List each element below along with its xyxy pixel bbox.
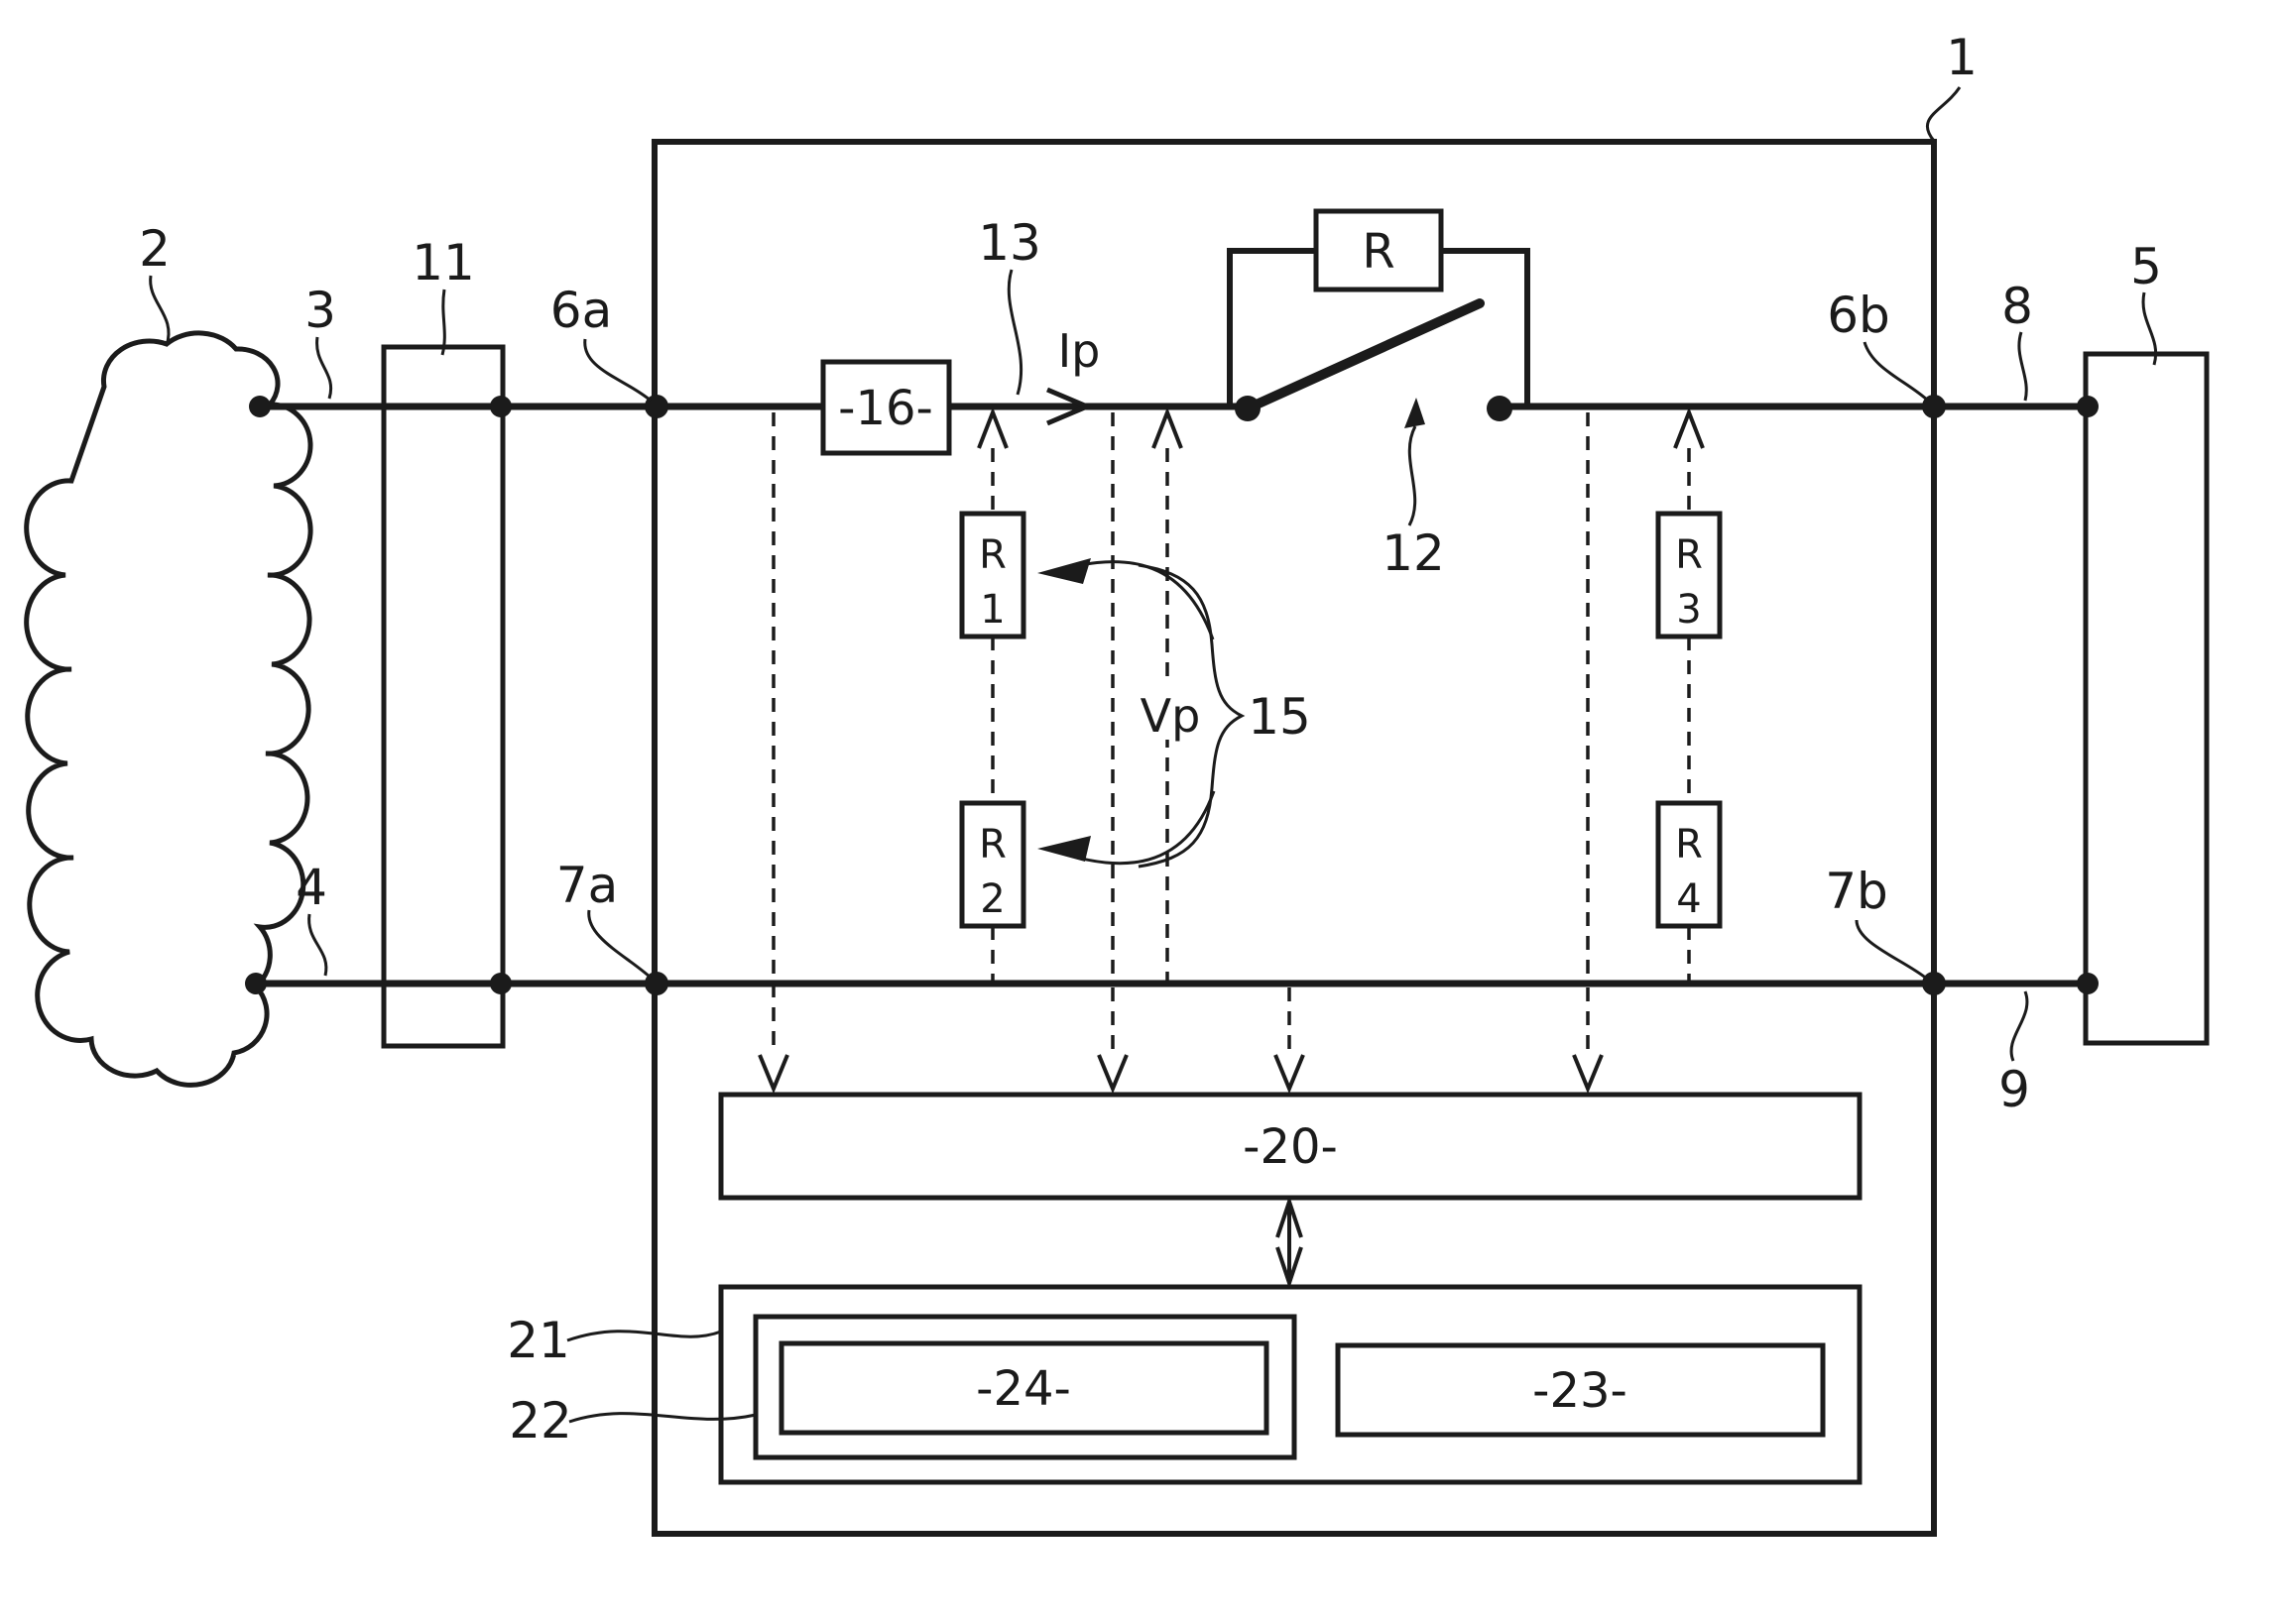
leader-6a xyxy=(583,338,652,403)
label-2: 2 xyxy=(139,220,171,278)
switch-contact-dot xyxy=(1487,396,1512,421)
wires xyxy=(256,248,2086,987)
up-arrow-icon xyxy=(1404,398,1425,428)
label-7b: 7b xyxy=(1825,863,1888,920)
label-6a: 6a xyxy=(550,282,612,339)
block-16-label: -16- xyxy=(838,381,933,436)
block-20-box xyxy=(718,1092,1863,1201)
resistor-r3-letter: R xyxy=(1675,532,1703,578)
left-arrow-icon xyxy=(1037,836,1091,862)
up-arrow-icon xyxy=(1151,406,1183,449)
label-5: 5 xyxy=(2130,238,2162,295)
label-15: 15 xyxy=(1248,688,1311,746)
label-12: 12 xyxy=(1382,524,1445,582)
shunt-left-leg xyxy=(1227,248,1316,406)
resistor-r4-letter: R xyxy=(1675,822,1703,868)
current-direction-arrow-icon xyxy=(1046,387,1094,426)
node-dot xyxy=(490,973,512,994)
label-9: 9 xyxy=(1998,1061,2030,1118)
resistor-r2-letter: R xyxy=(979,822,1007,868)
node-7b-dot xyxy=(1922,972,1946,995)
resistor-r3-box xyxy=(1655,511,1723,639)
label-8: 8 xyxy=(2001,278,2033,335)
leader-4 xyxy=(307,913,328,977)
resistor-r1-number: 1 xyxy=(980,587,1005,633)
down-arrow-icon xyxy=(1097,1054,1129,1095)
label-13: 13 xyxy=(978,214,1041,272)
label-21: 21 xyxy=(507,1312,570,1369)
component-boxes xyxy=(718,208,1863,1485)
leader-2 xyxy=(149,275,171,346)
up-arrow-icon xyxy=(1275,1195,1303,1238)
block-20-label: -20- xyxy=(1243,1119,1338,1175)
leader-22 xyxy=(568,1412,757,1424)
node-dot xyxy=(245,973,267,994)
label-1: 1 xyxy=(1946,29,1978,86)
switch-pivot-dot xyxy=(1235,396,1261,421)
leader-lines xyxy=(149,86,2158,1424)
block-24-label: -24- xyxy=(976,1361,1071,1417)
down-arrow-icon xyxy=(1572,1054,1604,1095)
label-ip: Ip xyxy=(1058,324,1101,378)
node-dot xyxy=(490,396,512,417)
cloud-shape xyxy=(24,330,313,1088)
left-arrow-icon xyxy=(1037,558,1091,584)
resistor-r3-number: 3 xyxy=(1676,587,1701,633)
up-arrow-icon xyxy=(1673,406,1705,449)
leader-3 xyxy=(315,336,333,400)
resistor-r2-box xyxy=(959,800,1026,929)
resistor-r2-number: 2 xyxy=(980,876,1005,922)
block-23-box xyxy=(1335,1342,1826,1438)
leader-7b xyxy=(1855,919,1929,982)
label-vp-group: Vp xyxy=(1137,682,1206,743)
leader-1 xyxy=(1925,86,1962,142)
interface-box-5 xyxy=(2083,351,2210,1046)
leader-21 xyxy=(566,1330,722,1342)
label-vp: Vp xyxy=(1141,689,1201,743)
label-7a: 7a xyxy=(556,857,618,914)
measurement-taps xyxy=(758,406,1705,1095)
node-dot xyxy=(249,396,271,417)
interface-box-11 xyxy=(381,344,506,1049)
leader-9 xyxy=(2009,990,2029,1062)
resistor-r4-number: 4 xyxy=(1676,876,1701,922)
label-4: 4 xyxy=(296,859,327,916)
switch-lever xyxy=(1243,298,1485,413)
vp-brace-group xyxy=(1037,558,1246,869)
node-dot xyxy=(2077,973,2099,994)
down-arrow-icon xyxy=(1273,1054,1305,1095)
leader-12 xyxy=(1407,425,1417,526)
shunt-right-leg xyxy=(1441,248,1530,406)
block-23-label: -23- xyxy=(1532,1363,1627,1419)
leader-7a xyxy=(587,909,653,980)
label-11: 11 xyxy=(412,234,475,291)
label-22: 22 xyxy=(509,1392,572,1450)
outer-unit-box-1 xyxy=(652,139,1937,1537)
labels: 1 2 3 4 5 6a 6b 7a 7b 8 9 11 12 13 15 21… xyxy=(139,29,2162,1450)
shunt-resistor-box xyxy=(1313,208,1444,292)
shunt-resistor-label: R xyxy=(1362,224,1394,280)
label-6b: 6b xyxy=(1827,287,1890,344)
leader-13 xyxy=(1007,269,1023,396)
junction-dots xyxy=(245,395,2099,995)
resistor-r1-box xyxy=(959,511,1026,639)
node-dot xyxy=(2077,396,2099,417)
up-arrow-icon xyxy=(977,406,1009,449)
brace-15 xyxy=(1138,563,1246,869)
block-16-box xyxy=(820,359,952,456)
block-24-box xyxy=(779,1340,1269,1436)
leader-11 xyxy=(440,289,446,356)
leader-8 xyxy=(2017,331,2028,402)
leader-5 xyxy=(2141,291,2158,366)
resistor-r4-box xyxy=(1655,800,1723,929)
label-3: 3 xyxy=(304,282,336,339)
leader-6b xyxy=(1863,341,1930,403)
down-arrow-icon xyxy=(1275,1246,1303,1290)
resistor-r1-letter: R xyxy=(979,532,1007,578)
vp-halo xyxy=(1137,682,1206,740)
down-arrow-icon xyxy=(758,1054,789,1095)
bus-double-arrow xyxy=(1275,1195,1303,1290)
